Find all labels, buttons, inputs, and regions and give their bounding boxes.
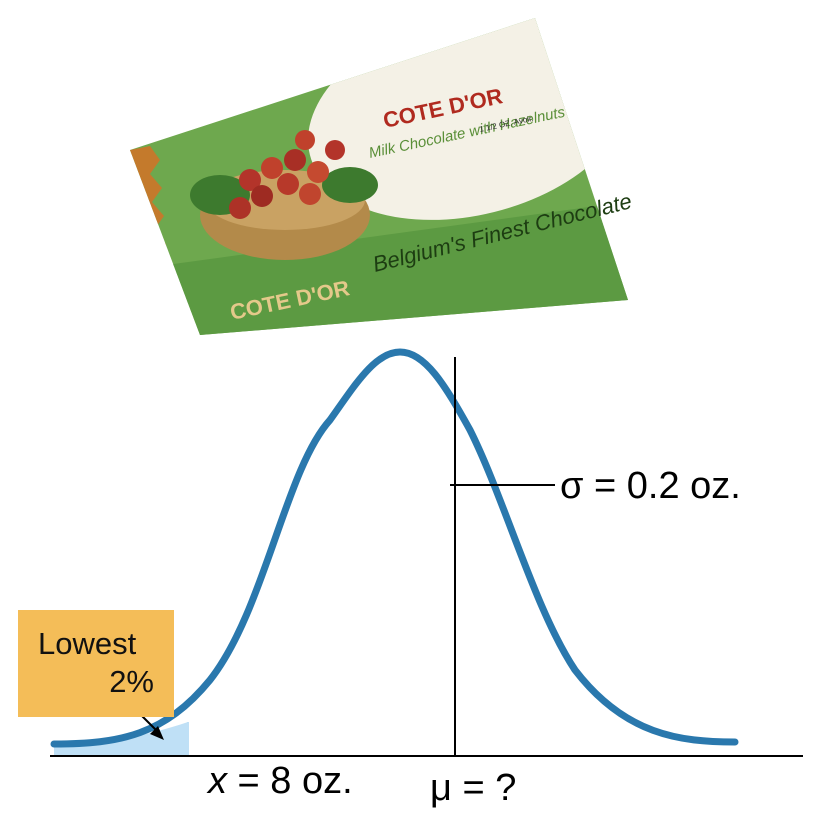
chocolate-bar-image: COTE D'OR Milk Chocolate with Hazelnuts … [130,18,634,335]
mu-label: μ = ? [430,767,516,809]
x-value-label: x = 8 oz. [206,760,353,802]
x-value: = 8 oz. [227,760,353,802]
x-variable: x [206,760,229,802]
callout-line-1: Lowest [38,626,137,661]
sigma-label: σ = 0.2 oz. [560,465,741,507]
callout-line-2: 2% [109,664,154,699]
callout-arrow-head [150,726,164,740]
normal-curve [50,348,739,748]
lowest-percent-callout: Lowest 2% [18,610,174,717]
